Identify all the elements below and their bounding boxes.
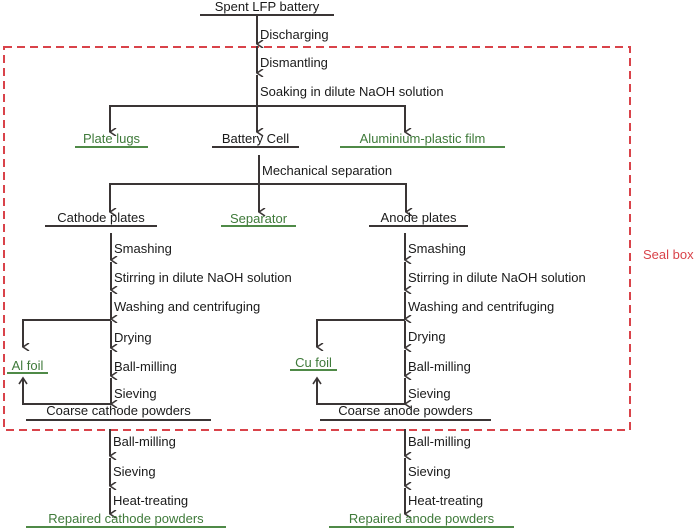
step-label: Ball-milling <box>114 359 177 374</box>
seal-box <box>3 46 631 431</box>
step-label: Heat-treating <box>113 493 189 508</box>
node-aluminium-plastic-film: Aluminium-plastic film <box>359 131 486 146</box>
node-plate-lugs: Plate lugs <box>82 131 141 146</box>
step-label: Washing and centrifuging <box>408 299 555 314</box>
branch-line <box>22 319 111 347</box>
node-cu-foil: Cu foil <box>295 355 332 370</box>
step-label: Discharging <box>260 27 329 42</box>
step-label: Sieving <box>408 386 451 401</box>
node-anode-plates: Anode plates <box>380 210 457 225</box>
step-label: Stirring in dilute NaOH solution <box>114 270 292 285</box>
step-label: Sieving <box>114 386 157 401</box>
step-label: Drying <box>114 330 152 345</box>
node-coarse-cathode-powders: Coarse cathode powders <box>46 403 191 418</box>
node-battery-cell: Battery Cell <box>221 131 290 146</box>
step-label: Mechanical separation <box>262 163 393 178</box>
node-repaired-cathode-powders: Repaired cathode powders <box>48 511 204 526</box>
node-al-foil: Al foil <box>11 358 44 373</box>
step-label: Ball-milling <box>113 434 176 449</box>
step-label: Soaking in dilute NaOH solution <box>260 84 444 99</box>
node-repaired-anode-powders: Repaired anode powders <box>348 511 495 526</box>
arrow-head-up <box>18 376 28 385</box>
node-coarse-anode-powders: Coarse anode powders <box>338 403 473 418</box>
step-label: Dismantling <box>260 55 328 70</box>
node-cathode-plates: Cathode plates <box>57 210 145 225</box>
step-label: Stirring in dilute NaOH solution <box>408 270 586 285</box>
branch-line <box>316 378 405 405</box>
seal-box-label: Seal box <box>643 247 694 262</box>
step-label: Ball-milling <box>408 434 471 449</box>
branch-line <box>22 378 111 405</box>
arrow-head-up <box>312 376 322 385</box>
step-label: Sieving <box>113 464 156 479</box>
step-label: Ball-milling <box>408 359 471 374</box>
step-label: Smashing <box>408 241 466 256</box>
node-spent-battery: Spent LFP battery <box>214 0 320 14</box>
step-label: Smashing <box>114 241 172 256</box>
node-separator: Separator <box>229 211 288 226</box>
branch-line <box>316 319 405 347</box>
step-label: Washing and centrifuging <box>114 299 261 314</box>
step-label: Sieving <box>408 464 451 479</box>
step-label: Drying <box>408 329 446 344</box>
step-label: Heat-treating <box>408 493 484 508</box>
